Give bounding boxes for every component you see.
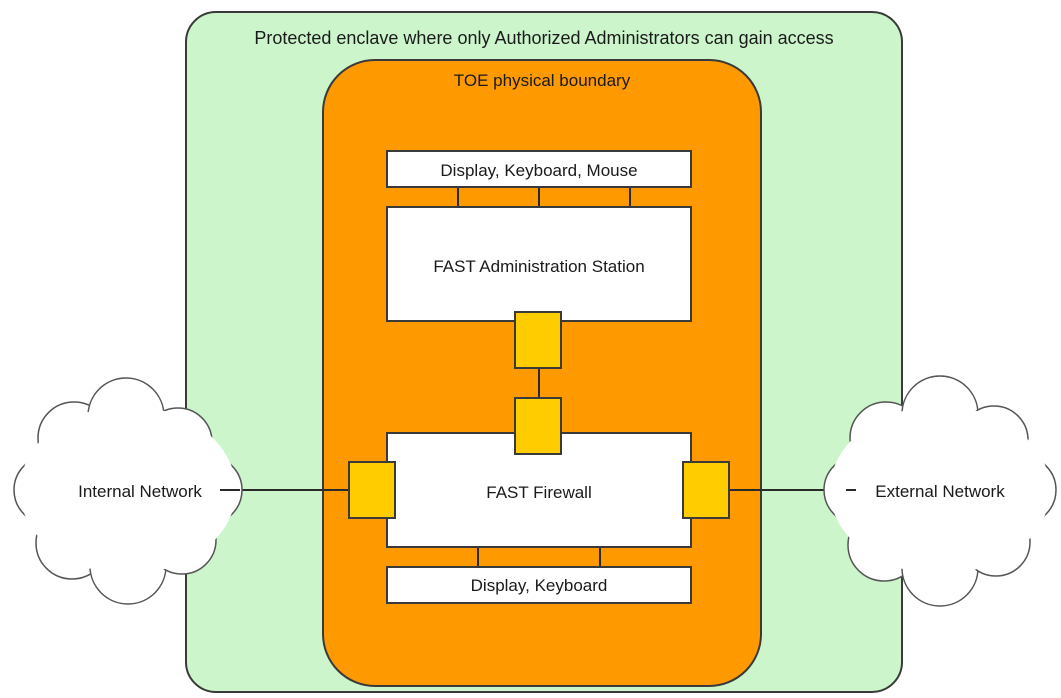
external-network-label: External Network xyxy=(875,482,1005,501)
firewall-internal-port xyxy=(348,461,396,519)
firewall-admin-port xyxy=(514,397,562,455)
external-network-cloud xyxy=(823,375,1057,607)
administration-station-label: FAST Administration Station xyxy=(433,257,644,276)
toe-boundary-label: TOE physical boundary xyxy=(454,71,631,90)
firewall-peripherals-box xyxy=(386,566,692,604)
protected-enclave-label: Protected enclave where only Authorized … xyxy=(254,28,833,48)
firewall-label: FAST Firewall xyxy=(486,483,592,502)
station-network-port xyxy=(514,311,562,369)
internal-network-cloud xyxy=(13,377,243,605)
firewall-external-port xyxy=(682,461,730,519)
firewall-peripherals-label: Display, Keyboard xyxy=(471,576,608,595)
administration-station-box xyxy=(386,206,692,322)
station-peripherals-label: Display, Keyboard, Mouse xyxy=(440,161,637,180)
internal-network-label: Internal Network xyxy=(78,482,202,501)
station-peripherals-box xyxy=(386,150,692,188)
